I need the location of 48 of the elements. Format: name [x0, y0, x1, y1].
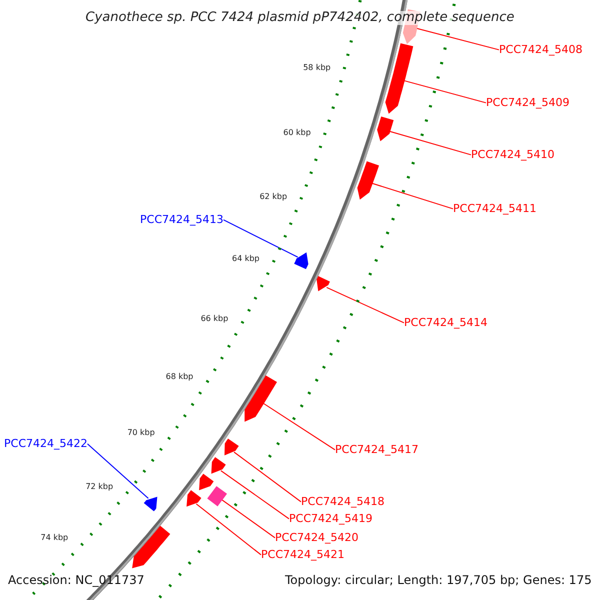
gene-label: PCC7424_5417: [335, 444, 418, 456]
gene-feature: [316, 276, 330, 292]
leader-line: [234, 452, 302, 502]
leader-line: [86, 443, 149, 499]
leader-line: [196, 503, 262, 556]
tick-label: 66 kbp: [200, 314, 228, 324]
gene-feature: [211, 457, 226, 474]
gene-label: PCC7424_5419: [289, 512, 372, 526]
leader-line: [404, 80, 486, 104]
leader-line: [326, 286, 404, 324]
gene-feature: [357, 161, 380, 200]
leader-line: [262, 402, 336, 450]
gene-feature: [294, 252, 308, 270]
tick-label: 60 kbp: [283, 128, 311, 138]
summary-text: Topology: circular; Length: 197,705 bp; Genes: 175: [285, 574, 592, 588]
leader-line: [416, 28, 500, 50]
gene-label: PCC7424_5421: [261, 548, 344, 562]
gene-label: PCC7424_5418: [301, 496, 384, 508]
gene-feature: [377, 116, 394, 142]
gene-label: PCC7424_5410: [471, 148, 554, 162]
gene-label: PCC7424_5422: [4, 438, 88, 450]
tick-label: 70 kbp: [127, 428, 155, 438]
tick-label: 68 kbp: [166, 372, 194, 382]
gene-feature: [385, 43, 414, 114]
tick-label: 64 kbp: [232, 254, 260, 263]
title: Cyanothece sp. PCC 7424 plasmid pP742402, complete sequence: [86, 10, 514, 26]
leader-line: [222, 219, 298, 258]
gene-feature: [132, 526, 170, 568]
gene-feature: [186, 490, 202, 507]
gene-feature: [144, 496, 158, 512]
gene-feature: [244, 375, 277, 422]
tick-label: 74 kbp: [40, 532, 68, 542]
gene-feature: [224, 438, 239, 456]
tick-label: 62 kbp: [260, 192, 288, 201]
gene-block: [207, 486, 227, 506]
gene-label: PCC7424_5408: [499, 44, 582, 56]
gene-label: PCC7424_5413: [140, 214, 224, 226]
gene-label: PCC7424_5420: [275, 532, 358, 544]
leader-line: [389, 130, 472, 156]
tick-label: 72 kbp: [86, 482, 114, 491]
leader-line: [220, 470, 290, 520]
gene-label: PCC7424_5414: [404, 316, 488, 330]
gene-label: PCC7424_5409: [486, 96, 570, 110]
leader-line: [372, 182, 454, 210]
tick-label: 58 kbp: [303, 63, 331, 72]
gene-label: PCC7424_5411: [453, 202, 536, 216]
leader-line: [221, 499, 276, 538]
gene-feature: [199, 474, 214, 490]
